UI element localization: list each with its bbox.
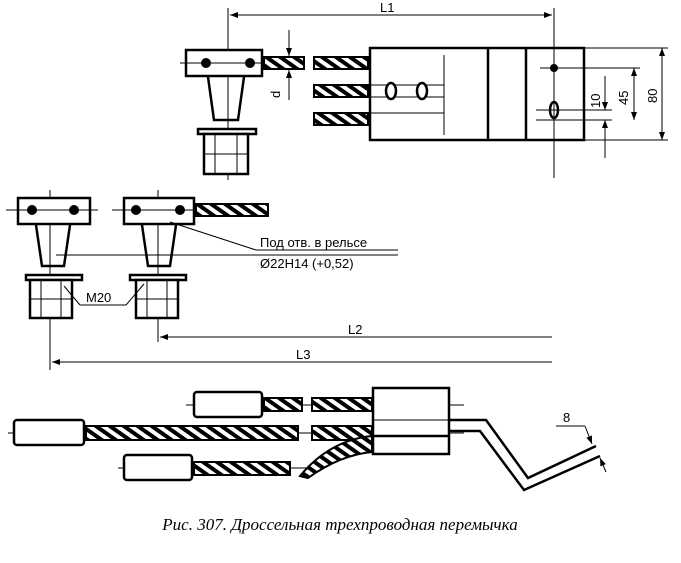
right-terminal	[112, 190, 200, 342]
connector-block	[368, 8, 668, 178]
svg-text:Под отв. в рельсе: Под отв. в рельсе	[260, 235, 367, 250]
dim-label-8: 8	[563, 410, 570, 425]
dim-label-45: 45	[616, 91, 631, 105]
dim-label-80: 80	[645, 89, 660, 103]
top-terminal	[180, 8, 270, 180]
dim-label-l2: L2	[348, 322, 362, 337]
hole-note: Под отв. в рельсе Ø22H14 (+0,52)	[56, 221, 398, 271]
middle-cable-stub	[195, 203, 269, 217]
svg-text:M20: M20	[86, 290, 111, 305]
dim-label-10: 10	[588, 94, 603, 108]
top-cable-stub	[263, 56, 305, 70]
svg-text:Ø22H14 (+0,52): Ø22H14 (+0,52)	[260, 256, 354, 271]
dim-label-l1: L1	[380, 0, 394, 15]
dim-label-l3: L3	[296, 347, 310, 362]
side-view	[8, 386, 601, 492]
left-terminal	[6, 190, 98, 370]
top-cables	[313, 56, 369, 126]
dim-label-d: d	[268, 91, 283, 98]
thread-note: M20	[63, 283, 145, 306]
figure-caption: Рис. 307. Дроссельная трехпроводная пере…	[161, 515, 517, 534]
page-number: 706	[327, 560, 353, 563]
